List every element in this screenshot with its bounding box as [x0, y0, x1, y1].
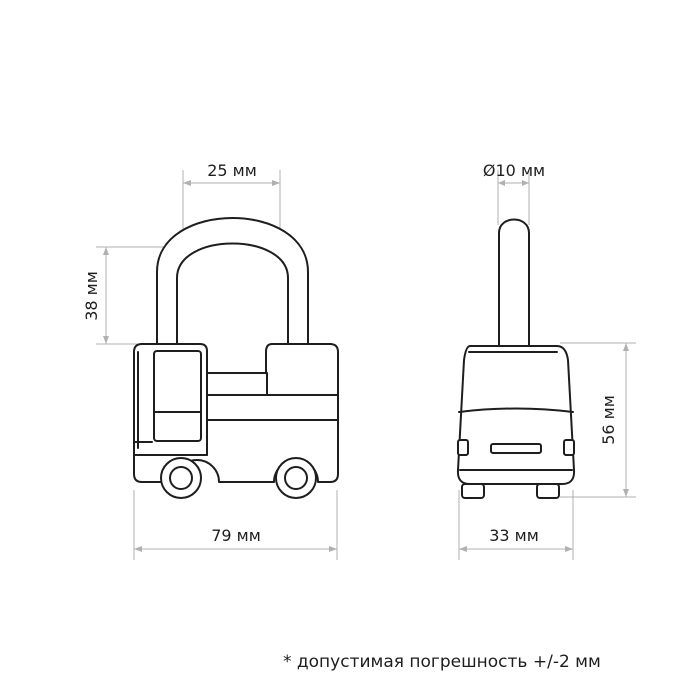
- side-front-panel: [458, 407, 574, 413]
- label-shackle-height: 38 мм: [82, 271, 101, 321]
- front-dimension-arrows: [103, 180, 337, 552]
- shackle-front: [156, 217, 309, 351]
- front-dimension-lines: [96, 170, 338, 560]
- label-shackle-diameter: Ø10 мм: [483, 161, 545, 180]
- side-left-tire: [461, 483, 485, 499]
- side-dimension-arrows: [459, 180, 629, 552]
- side-dimension-lines: [458, 170, 636, 560]
- cargo-bed: [206, 372, 268, 396]
- tolerance-footnote: * допустимая погрешность +/-2 мм: [283, 652, 601, 672]
- front-wheel: [160, 457, 202, 499]
- padlock-side-view: [456, 218, 576, 499]
- shackle-side: [498, 218, 530, 351]
- truck-windshield: [153, 350, 202, 442]
- label-shackle-width: 25 мм: [207, 161, 257, 180]
- side-grille: [490, 443, 542, 454]
- side-body: [456, 345, 576, 485]
- side-right-tire: [536, 483, 560, 499]
- padlock-front-view: [133, 217, 339, 499]
- label-body-width: 79 мм: [211, 526, 261, 545]
- label-body-height: 56 мм: [599, 395, 618, 445]
- cargo-box: [265, 343, 339, 396]
- rear-wheel: [275, 457, 317, 499]
- label-body-depth: 33 мм: [489, 526, 539, 545]
